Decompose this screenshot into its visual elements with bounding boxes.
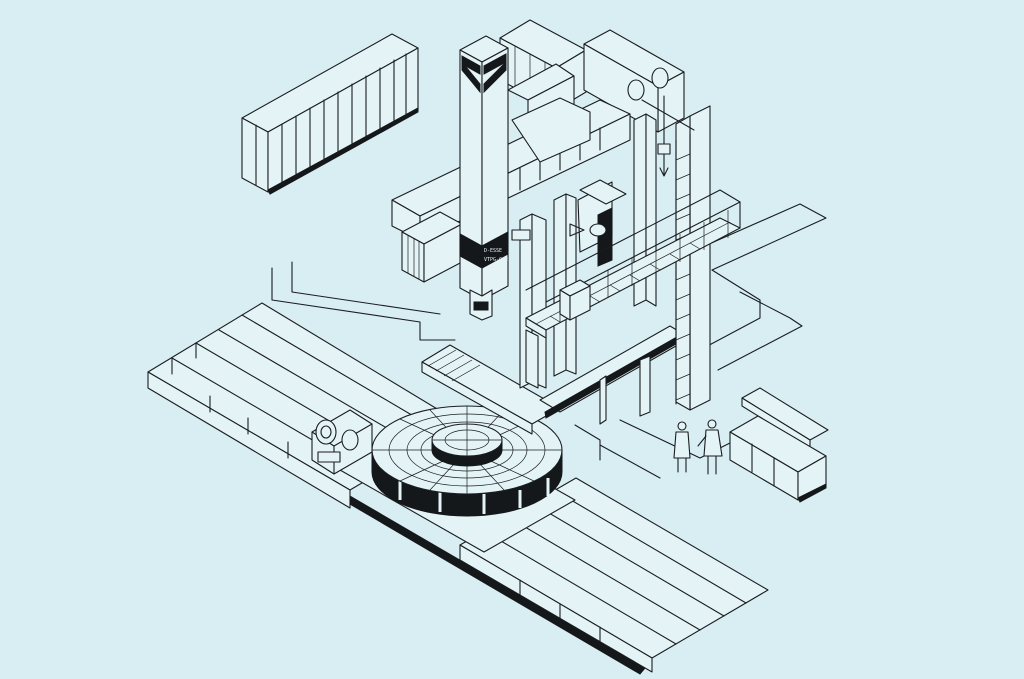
human-figure-left — [673, 421, 691, 473]
control-console — [729, 387, 829, 503]
electrical-cabinet-floating — [241, 33, 419, 195]
floor-bed-rail — [147, 302, 769, 675]
drive-motor — [311, 409, 373, 475]
column-plate-line2: VTPG-C-2 — [484, 257, 508, 263]
side-head — [507, 63, 627, 389]
human-figure-right — [697, 419, 723, 475]
machine-base — [421, 325, 691, 435]
rotary-table — [371, 405, 563, 517]
column-plate-line1: D-ESSE — [484, 248, 502, 254]
main-column: D-ESSE VTPG-C-2 — [459, 35, 509, 321]
operator-platform — [525, 189, 741, 389]
floor-outline — [271, 203, 827, 479]
